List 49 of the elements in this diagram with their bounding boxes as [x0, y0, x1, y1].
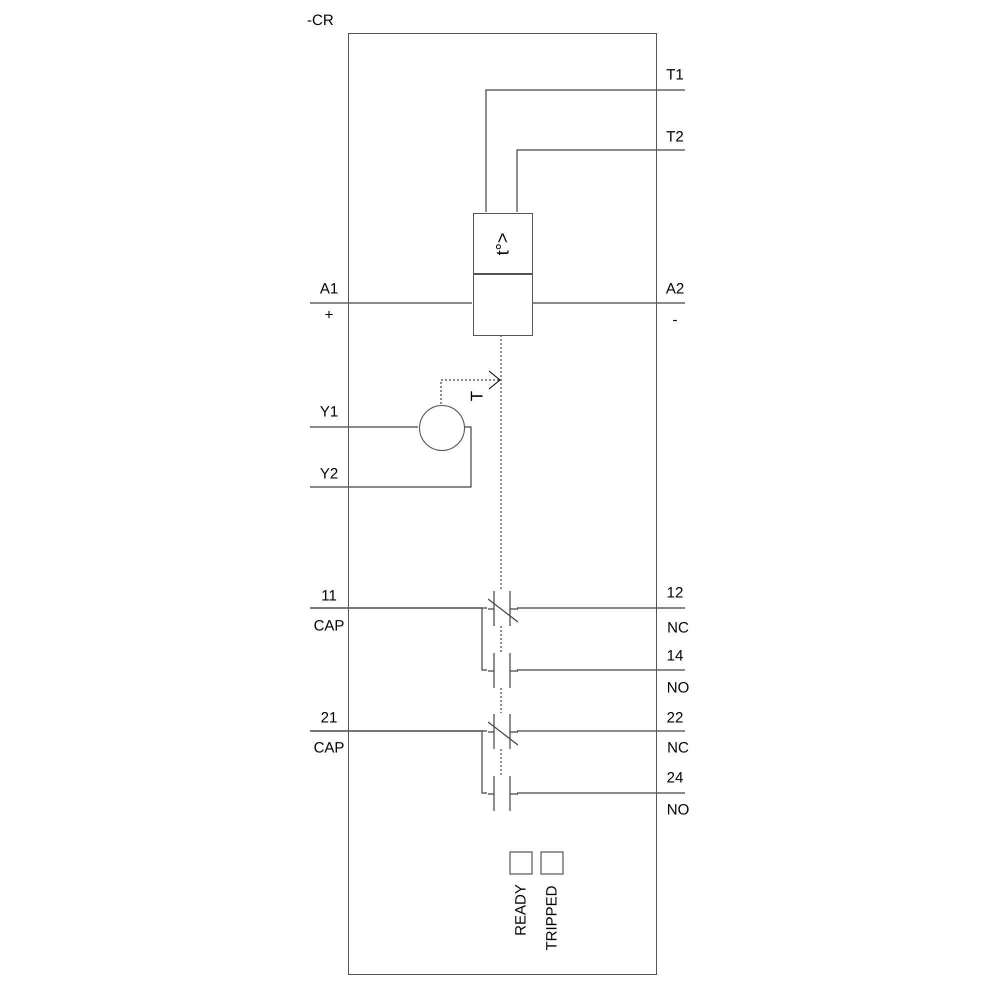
polarity-sign: +: [324, 308, 334, 322]
terminal-label: 24: [666, 770, 684, 786]
terminal-label: NC: [667, 620, 689, 636]
terminal-label: CAP: [314, 740, 344, 756]
wire: [517, 669, 685, 671]
terminal-label: 14: [666, 648, 684, 664]
no-contact-symbol: [488, 776, 518, 812]
mechanical-link: [500, 335, 502, 590]
terminal-label: Y1: [320, 404, 338, 420]
wire: [310, 607, 487, 671]
mechanical-link: [500, 626, 502, 652]
wire: [517, 607, 685, 609]
temperature-symbol: t°>: [492, 232, 514, 255]
terminal-label: NO: [666, 680, 690, 696]
indicator-label: TRIPPED: [544, 886, 560, 950]
terminal-label: NC: [667, 740, 689, 756]
symbol-letter: T: [468, 390, 486, 402]
terminal-label: A1: [320, 282, 338, 296]
polarity-sign: -: [672, 312, 678, 328]
indicator-label: READY: [514, 884, 528, 936]
terminal-label: NO: [666, 802, 690, 818]
terminal-label: 21: [320, 710, 338, 726]
nc-contact-symbol: [488, 714, 518, 750]
coil-box: [473, 274, 533, 336]
wire: [310, 730, 487, 794]
terminal-label: 22: [666, 710, 684, 726]
nc-contact-symbol: [488, 591, 518, 627]
terminal-label: A2: [666, 282, 684, 296]
wire: [516, 149, 685, 212]
terminal-label: T2: [666, 130, 684, 144]
terminal-label: CAP: [314, 618, 344, 634]
mechanical-link: [500, 749, 502, 775]
no-contact-symbol: [488, 653, 518, 689]
wire: [532, 302, 685, 304]
mechanical-link: [500, 688, 502, 713]
mechanical-link: [440, 370, 500, 404]
terminal-label: Y2: [320, 466, 338, 482]
wire: [517, 792, 685, 794]
device-tag: -CR: [307, 12, 334, 29]
wire: [310, 426, 418, 428]
wire: [310, 302, 472, 304]
wire: [517, 730, 685, 732]
reset-circle: [419, 405, 465, 451]
wire: [310, 426, 472, 488]
terminal-label: T1: [666, 68, 684, 82]
terminal-label: 12: [666, 586, 684, 600]
terminal-label: 11: [321, 588, 337, 604]
wire: [485, 89, 685, 212]
sensor-box: [473, 213, 533, 274]
